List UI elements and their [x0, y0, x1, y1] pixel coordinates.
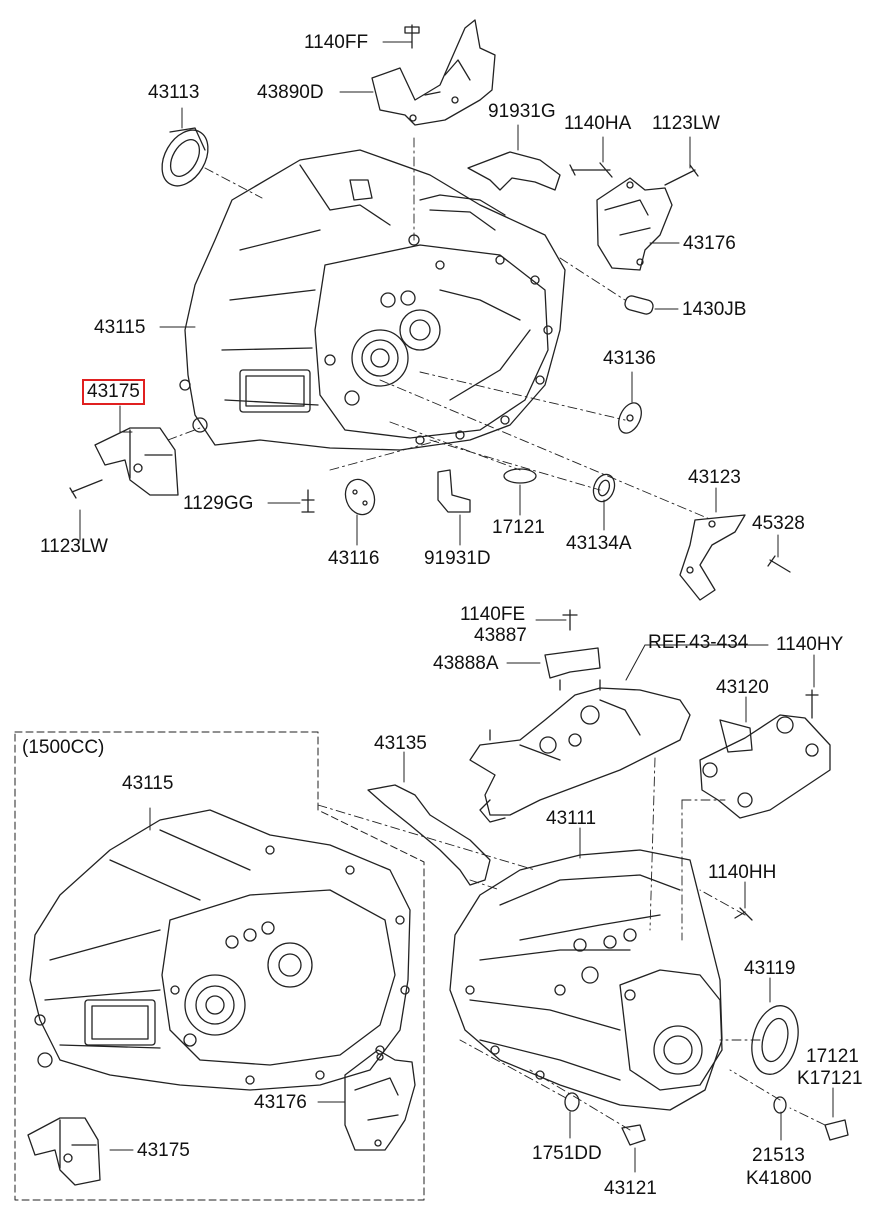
- washer-1751DD: [564, 1092, 580, 1112]
- label-43115-lower: 43115: [122, 773, 174, 794]
- label-45328: 45328: [752, 513, 805, 534]
- label-1140HY: 1140HY: [776, 634, 844, 655]
- bracket-43175-lower: [27, 1117, 101, 1186]
- washer-43136: [618, 402, 642, 434]
- label-17121-lower: 17121: [806, 1046, 859, 1067]
- label-43176-top: 43176: [683, 233, 736, 254]
- label-91931D: 91931D: [424, 548, 491, 569]
- bracket-43175-upper: [69, 427, 179, 499]
- label-1140FF: 1140FF: [304, 32, 369, 53]
- label-1140FE: 1140FE: [460, 604, 526, 625]
- label-1129GG: 1129GG: [183, 493, 254, 514]
- bracket-43135: [367, 784, 491, 886]
- label-ref-43-434: REF.43-434: [648, 632, 749, 653]
- label-K17121: K17121: [797, 1068, 863, 1089]
- alignment-lines: [167, 137, 826, 1131]
- label-1123LW-top: 1123LW: [652, 113, 720, 134]
- plate-43123: [679, 514, 791, 601]
- mount-43120: [699, 689, 831, 819]
- label-43890D: 43890D: [257, 82, 324, 103]
- label-43111: 43111: [546, 808, 597, 829]
- label-1140HA: 1140HA: [564, 113, 632, 134]
- label-17121-top: 17121: [492, 517, 545, 538]
- bracket-43890D: [371, 19, 496, 126]
- label-43113: 43113: [148, 82, 200, 103]
- dowel-pin-1430JB: [624, 295, 654, 315]
- label-43119: 43119: [744, 958, 796, 979]
- bracket-91931G: [467, 151, 613, 191]
- clutch-housing-lower: [29, 809, 411, 1091]
- label-43176-lower: 43176: [254, 1092, 307, 1113]
- label-43136: 43136: [603, 348, 656, 369]
- label-43175-lower: 43175: [137, 1140, 190, 1161]
- label-43123: 43123: [688, 467, 741, 488]
- transmission-case-43111: [449, 849, 753, 1111]
- label-43134A: 43134A: [566, 533, 632, 554]
- label-K41800: K41800: [746, 1168, 812, 1189]
- label-21513: 21513: [752, 1145, 805, 1166]
- plate-43116: [344, 478, 376, 516]
- label-43116: 43116: [328, 548, 380, 569]
- label-43888A: 43888A: [433, 653, 499, 674]
- label-43121: 43121: [604, 1178, 657, 1199]
- bracket-91931D: [437, 469, 471, 513]
- bracket-43176-upper: [596, 164, 699, 271]
- shift-control-assembly: [469, 609, 691, 823]
- oil-seal-43134A: [592, 473, 616, 503]
- label-1140HH: 1140HH: [708, 862, 777, 883]
- label-43135: 43135: [374, 733, 427, 754]
- label-region-1500cc: (1500CC): [22, 737, 105, 758]
- label-43887: 43887: [474, 625, 527, 646]
- drain-plug-17121: [824, 1119, 849, 1141]
- oil-seal-43119: [751, 1005, 799, 1075]
- clutch-housing-upper: [179, 149, 566, 451]
- region-1500cc-frame: [14, 731, 425, 1201]
- label-1430JB: 1430JB: [682, 299, 747, 320]
- label-43120: 43120: [716, 677, 769, 698]
- bracket-43176-lower: [344, 1049, 416, 1151]
- label-91931G: 91931G: [488, 101, 556, 122]
- label-1751DD: 1751DD: [532, 1143, 602, 1164]
- washer-21513: [773, 1096, 787, 1114]
- oil-seal-43113: [161, 127, 209, 187]
- label-43115-top: 43115: [94, 317, 146, 338]
- washer-17121-upper: [503, 468, 537, 484]
- bolt-1129GG: [301, 489, 315, 513]
- label-43175-highlighted: 43175: [82, 379, 145, 405]
- label-1123LW-left: 1123LW: [40, 536, 108, 557]
- plug-43121: [621, 1124, 646, 1146]
